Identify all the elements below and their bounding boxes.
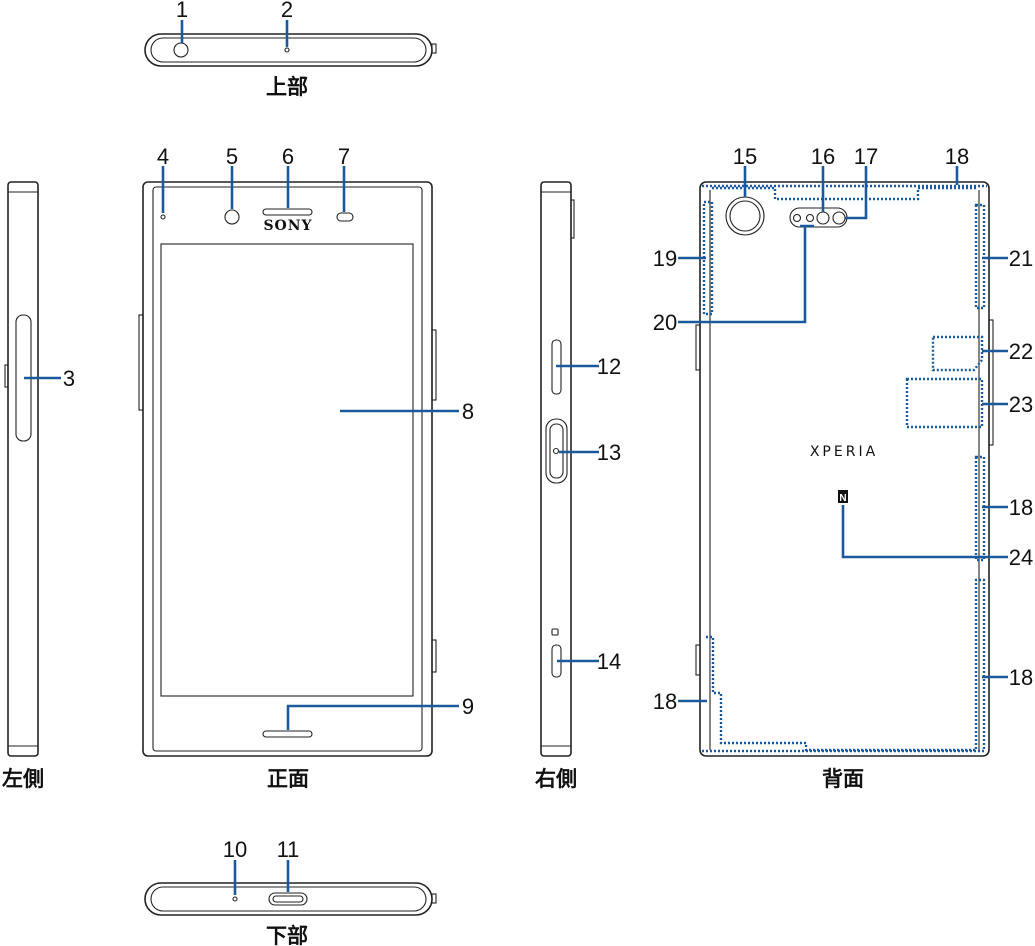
callout-18-lower-left: 18 bbox=[653, 689, 677, 714]
antenna-area-18-bottom bbox=[702, 578, 986, 753]
callout-13: 13 bbox=[597, 440, 621, 465]
callout-17: 17 bbox=[854, 144, 878, 169]
callout-22: 22 bbox=[1009, 339, 1033, 364]
antenna-area-23 bbox=[905, 377, 984, 429]
callout-18-mid: 18 bbox=[1009, 495, 1033, 520]
view-label-top: 上部 bbox=[266, 75, 308, 99]
right-side-view: 12 13 14 右側 bbox=[535, 181, 621, 791]
callout-2: 2 bbox=[281, 0, 293, 22]
callout-21: 21 bbox=[1009, 246, 1033, 271]
callout-16: 16 bbox=[811, 144, 835, 169]
view-label-back: 背面 bbox=[822, 767, 864, 791]
nfc-mark bbox=[838, 490, 848, 503]
view-label-right: 右側 bbox=[535, 767, 577, 791]
front-view: SONY 4 5 6 7 8 9 正面 bbox=[138, 144, 474, 791]
brand-logo-sony: SONY bbox=[263, 218, 312, 234]
view-label-bottom: 下部 bbox=[266, 924, 308, 946]
callout-23: 23 bbox=[1009, 392, 1033, 417]
callout-12: 12 bbox=[597, 354, 621, 379]
callout-19: 19 bbox=[653, 246, 677, 271]
callout-15: 15 bbox=[733, 144, 757, 169]
brand-logo-xperia: XPERIA bbox=[810, 444, 878, 460]
display bbox=[160, 243, 414, 697]
antenna-area-22 bbox=[931, 335, 984, 372]
callout-5: 5 bbox=[226, 144, 238, 169]
callout-3: 3 bbox=[63, 366, 75, 391]
top-view: 1 2 上部 bbox=[144, 0, 437, 99]
callout-11: 11 bbox=[277, 837, 300, 862]
callout-18-lower-right: 18 bbox=[1009, 665, 1033, 690]
left-side-view: 3 左側 bbox=[2, 181, 75, 791]
callout-1: 1 bbox=[176, 0, 188, 22]
callout-14: 14 bbox=[597, 649, 621, 674]
view-label-left: 左側 bbox=[2, 767, 44, 791]
callout-24: 24 bbox=[1009, 545, 1033, 570]
notification-led bbox=[336, 212, 354, 222]
proximity-sensor bbox=[160, 214, 166, 220]
view-label-front: 正面 bbox=[267, 767, 309, 791]
callout-7: 7 bbox=[338, 144, 350, 169]
callout-18-top: 18 bbox=[945, 144, 969, 169]
callout-4: 4 bbox=[157, 144, 169, 169]
callout-6: 6 bbox=[282, 144, 294, 169]
antenna-area-18-mid bbox=[974, 455, 986, 562]
top-mic bbox=[284, 47, 290, 53]
callout-10: 10 bbox=[223, 837, 247, 862]
camera-key-icon bbox=[551, 628, 559, 636]
callout-8: 8 bbox=[462, 399, 474, 424]
callout-20: 20 bbox=[653, 310, 677, 335]
bottom-view: 10 11 下部 bbox=[144, 837, 437, 946]
callout-9: 9 bbox=[462, 694, 474, 719]
usb-port bbox=[268, 892, 308, 906]
nfc-mark-letter: N bbox=[839, 493, 846, 504]
earpiece bbox=[262, 208, 313, 216]
back-view: XPERIA N 15 16 17 18 19 20 21 22 23 18 bbox=[653, 144, 1033, 791]
bottom-mic bbox=[232, 896, 238, 902]
front-camera bbox=[224, 209, 240, 225]
antenna-area-21 bbox=[974, 203, 986, 310]
bottom-speaker bbox=[262, 730, 313, 738]
